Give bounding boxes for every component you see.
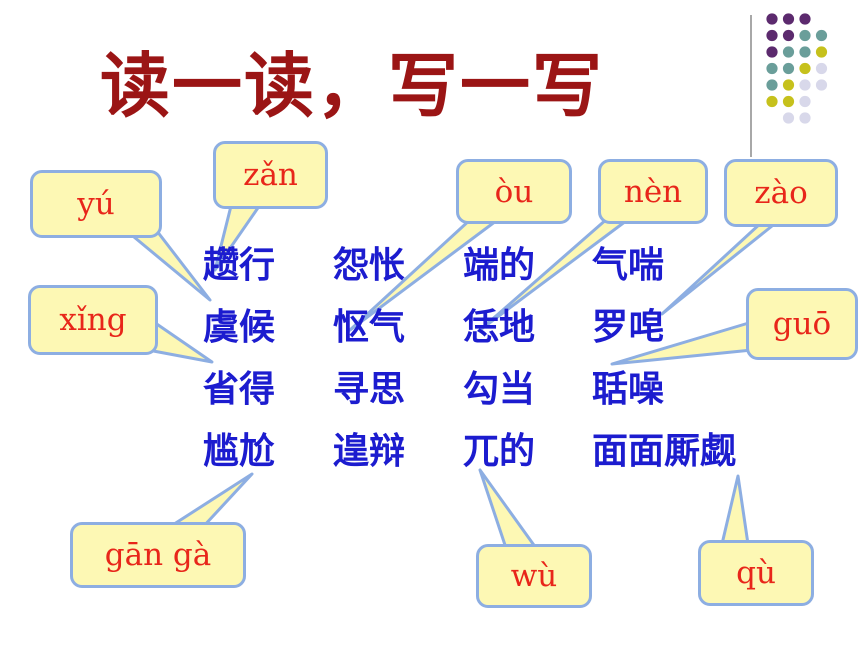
decorative-dot: [815, 46, 828, 58]
word-yuanchang: 怨怅: [333, 245, 406, 286]
decorative-dot: [799, 79, 811, 91]
pinyin-wu: wù: [510, 558, 558, 594]
slide-title: 读一读，写一写: [100, 45, 604, 127]
decorative-dot: [782, 46, 795, 58]
word-ganga: 尴尬: [203, 431, 276, 472]
pinyin-guo: guō: [772, 306, 832, 342]
word-xunsi: 寻思: [333, 369, 406, 410]
decorative-dot: [815, 62, 828, 75]
pinyin-bubble-xing: xǐng: [28, 285, 158, 355]
decorative-dot: [766, 62, 778, 75]
decorative-dot: [782, 29, 795, 42]
pinyin-ganga: gān gà: [104, 537, 212, 573]
decorative-dot: [799, 112, 811, 124]
decorative-dot: [782, 112, 795, 124]
pinyin-zan: zǎn: [243, 157, 298, 193]
word-luozao: 罗唣: [592, 307, 665, 348]
decorative-dot: [782, 95, 795, 108]
decorative-dot: [766, 29, 778, 42]
decorative-dot: [815, 79, 828, 91]
word-nendi: 恁地: [463, 307, 536, 348]
pinyin-bubble-qu: qù: [698, 540, 814, 606]
pinyin-zao: zào: [754, 175, 808, 211]
pinyin-xing: xǐng: [59, 302, 127, 338]
decorative-dot: [766, 79, 778, 91]
word-goudang: 勾当: [463, 369, 536, 410]
pinyin-bubble-nen: nèn: [598, 159, 708, 224]
word-duandi: 端的: [463, 245, 536, 286]
decorative-dot: [799, 62, 811, 75]
decorative-dot: [815, 29, 828, 42]
pinyin-nen: nèn: [623, 173, 683, 210]
pinyin-bubble-ou: òu: [456, 159, 572, 224]
word-huangbian: 遑辩: [333, 431, 406, 472]
pinyin-bubble-ganga: gān gà: [70, 522, 246, 588]
word-ouqi: 怄气: [333, 307, 406, 348]
decorative-dot: [799, 13, 811, 25]
decorative-dot: [782, 13, 795, 25]
word-qichuan: 气喘: [592, 245, 665, 286]
tail-ganga: [166, 472, 254, 530]
word-zanxing: 趱行: [203, 245, 276, 286]
word-guozao: 聒噪: [592, 369, 665, 410]
pinyin-qu: qù: [736, 555, 776, 591]
word-wudi: 兀的: [463, 431, 536, 472]
pinyin-ou: òu: [494, 173, 534, 210]
divider-line: [750, 15, 752, 157]
pinyin-bubble-guo: guō: [746, 288, 858, 360]
decorative-dot: [766, 95, 778, 108]
decorative-dot: [766, 13, 778, 25]
pinyin-bubble-yu: yú: [30, 170, 162, 238]
word-shengde: 省得: [203, 369, 276, 410]
pinyin-bubble-wu: wù: [476, 544, 592, 608]
decorative-dot: [799, 46, 811, 58]
word-mianmiansiqu: 面面厮觑: [592, 431, 737, 472]
decorative-dot-grid: [766, 13, 828, 124]
decorative-dot: [799, 29, 811, 42]
decorative-dot: [799, 95, 811, 108]
decorative-dot: [782, 79, 795, 91]
tail-qu: [720, 474, 750, 546]
pinyin-bubble-zao: zào: [724, 159, 838, 227]
decorative-dot: [782, 62, 795, 75]
tail-wu: [478, 468, 538, 550]
decorative-dot: [766, 46, 778, 58]
pinyin-bubble-zan: zǎn: [213, 141, 328, 209]
pinyin-yu: yú: [77, 186, 115, 222]
word-yuhou: 虞候: [203, 307, 276, 348]
